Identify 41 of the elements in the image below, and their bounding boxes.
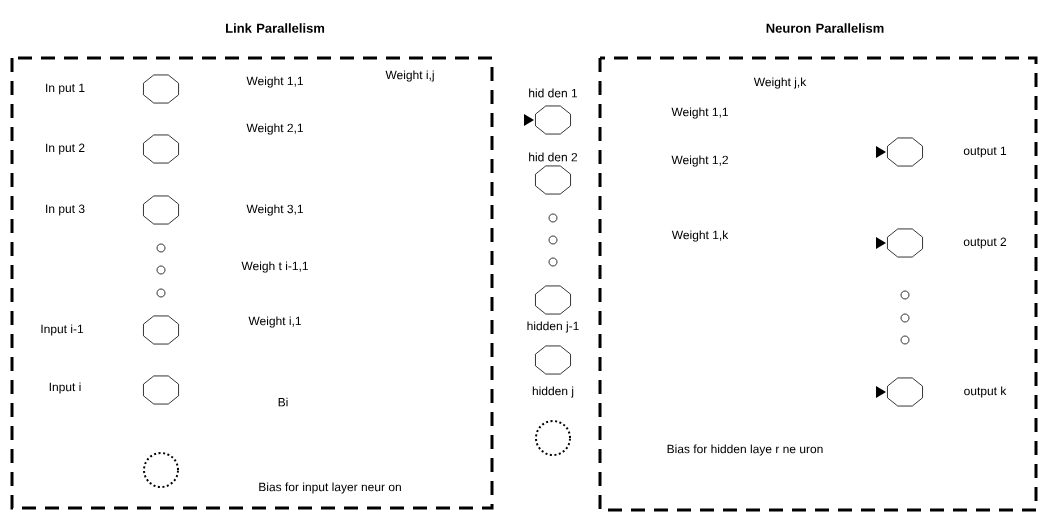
weight-label: Weight 1,2 xyxy=(671,155,728,167)
weight-label: Weight 1,1 xyxy=(246,76,303,88)
weight-label: Input i-1 xyxy=(41,324,84,336)
neuron-label: hidden j-1 xyxy=(527,321,579,333)
bias-neuron-symbol xyxy=(535,420,571,456)
neuron-symbol xyxy=(143,375,179,405)
weight-label: Weight 2,1 xyxy=(246,123,303,135)
neuron-symbol xyxy=(535,345,571,375)
neuron-label: hidden j xyxy=(532,386,574,398)
neuron-symbol xyxy=(887,228,923,258)
weight-label: Weigh t i-1,1 xyxy=(241,261,308,273)
weight-label: Bi xyxy=(278,397,288,407)
weight-label: In put 2 xyxy=(46,143,85,155)
neuron-symbol xyxy=(887,377,923,407)
neuron-symbol xyxy=(535,165,571,195)
weight-label: Bias for hidden laye r ne uron xyxy=(667,444,823,456)
neuron-symbol xyxy=(535,285,571,315)
weight-label: Input i xyxy=(49,382,81,394)
weight-label: Weight i,j xyxy=(385,70,434,82)
neuron-label: output 2 xyxy=(963,237,1007,249)
neuron-symbol xyxy=(143,74,179,104)
weight-label: Weight j,k xyxy=(753,77,807,89)
node-label: Link Parallelism xyxy=(226,23,325,33)
bias-neuron-symbol xyxy=(143,452,179,488)
neuron-label: hid den 1 xyxy=(529,88,578,98)
weight-label: In put 1 xyxy=(46,83,85,95)
weight-label: In put 3 xyxy=(46,204,85,216)
weight-label: Weight 1,k xyxy=(671,230,729,242)
weight-label: Bias for input layer neur on xyxy=(259,482,401,494)
weight-label: Weight 1,1 xyxy=(671,107,728,119)
neuron-symbol xyxy=(143,195,179,225)
neuron-symbol xyxy=(887,137,923,167)
neuron-symbol xyxy=(535,105,571,135)
neuron-symbol xyxy=(143,315,179,345)
neuron-symbol xyxy=(143,134,179,164)
neuron-label: hid den 2 xyxy=(529,152,578,162)
neuron-label: output k xyxy=(964,386,1007,398)
node-label: Neuron Parallelism xyxy=(766,23,884,33)
weight-label: Weight i,1 xyxy=(248,316,301,328)
neuron-label: output 1 xyxy=(963,146,1007,158)
weight-label: Weight 3,1 xyxy=(246,204,303,216)
